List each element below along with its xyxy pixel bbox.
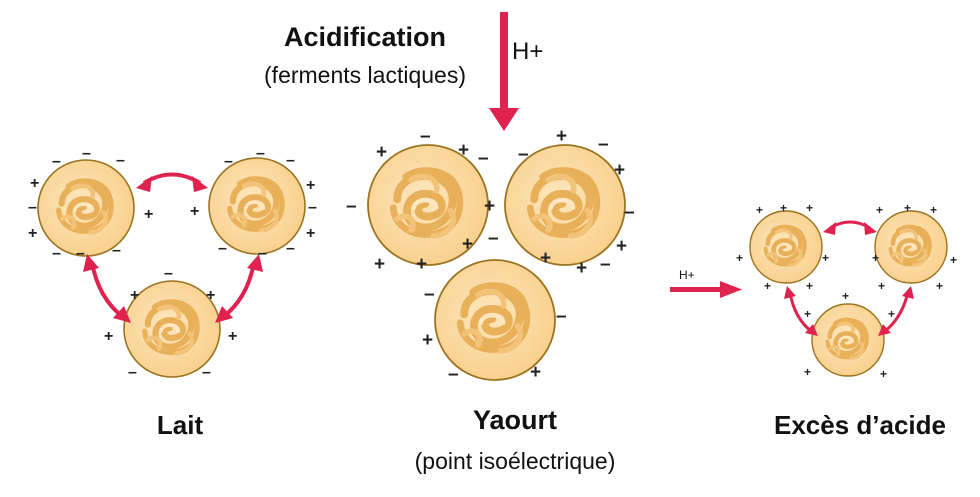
svg-text:–: – (52, 245, 61, 262)
svg-text:–: – (112, 242, 121, 259)
svg-text:+: + (462, 234, 473, 255)
point-isoelectrique-label: (point isoélectrique) (414, 448, 616, 474)
svg-text:–: – (478, 148, 489, 169)
svg-text:–: – (624, 202, 635, 223)
h-plus-small-label: H+ (679, 268, 695, 282)
svg-text:+: + (930, 203, 937, 217)
acidification-arrow (489, 12, 519, 131)
exces-acide-label: Excès d’acide (774, 410, 946, 440)
svg-text:–: – (258, 245, 267, 262)
svg-text:–: – (308, 199, 317, 216)
svg-text:+: + (28, 225, 37, 242)
svg-text:–: – (82, 145, 91, 162)
repulsion-arrow (142, 172, 202, 185)
svg-text:–: – (164, 265, 173, 282)
exces-group: +++ + + ++ +++ + + ++ + ++ ++ (736, 201, 957, 381)
svg-text:–: – (116, 152, 125, 169)
svg-text:–: – (420, 126, 431, 147)
svg-text:+: + (556, 126, 567, 147)
svg-text:–: – (556, 306, 567, 327)
svg-text:–: – (424, 284, 435, 305)
svg-text:+: + (804, 307, 811, 321)
svg-text:+: + (806, 201, 813, 215)
svg-text:–: – (218, 240, 227, 257)
svg-text:+: + (30, 175, 39, 192)
svg-text:+: + (228, 328, 237, 345)
charges: +–+ – – + ++ + –+– +– – ++–+ – + – –+ (346, 126, 635, 385)
svg-text:–: – (256, 145, 265, 162)
yaourt-label: Yaourt (472, 405, 558, 435)
svg-text:+: + (880, 367, 887, 381)
svg-text:+: + (806, 279, 813, 293)
yaourt-group: +–+ – – + ++ + –+– +– – ++–+ – + – –+ (346, 126, 635, 385)
h-plus-label: H+ (512, 38, 544, 65)
lait-label: Lait (156, 410, 204, 440)
svg-text:+: + (376, 142, 387, 163)
svg-text:–: – (128, 364, 137, 381)
repulsion-arrow (829, 220, 871, 230)
svg-text:+: + (484, 196, 495, 217)
svg-text:+: + (614, 160, 625, 181)
svg-text:–: – (448, 364, 459, 385)
svg-text:+: + (756, 203, 763, 217)
svg-text:+: + (416, 254, 427, 275)
svg-text:+: + (530, 362, 541, 383)
svg-text:–: – (488, 228, 499, 249)
svg-text:+: + (540, 248, 551, 269)
svg-text:–: – (28, 199, 37, 216)
svg-text:+: + (764, 279, 771, 293)
svg-text:+: + (888, 307, 895, 321)
svg-text:–: – (224, 153, 233, 170)
svg-text:–: – (600, 254, 611, 275)
svg-text:–: – (518, 144, 529, 165)
svg-text:+: + (950, 253, 957, 267)
svg-text:+: + (780, 201, 787, 215)
svg-text:+: + (804, 365, 811, 379)
svg-text:–: – (76, 245, 85, 262)
svg-text:+: + (206, 287, 215, 304)
repulsion-arrow (220, 261, 256, 320)
svg-text:+: + (872, 251, 879, 265)
svg-text:+: + (736, 251, 743, 265)
svg-text:+: + (878, 279, 885, 293)
lait-group: ––– +–+ + ––– ––– + +–+ ––– – ++ ++ –– (28, 145, 317, 381)
svg-text:–: – (286, 152, 295, 169)
svg-text:–: – (286, 240, 295, 257)
repulsion-arrow (90, 261, 126, 320)
charges: +++ + + ++ +++ + + ++ + ++ ++ (736, 201, 957, 381)
svg-text:+: + (190, 203, 199, 220)
ferments-subtitle: (ferments lactiques) (264, 62, 466, 88)
svg-text:+: + (842, 289, 849, 303)
svg-text:+: + (876, 203, 883, 217)
svg-text:+: + (374, 254, 385, 275)
svg-text:+: + (458, 140, 469, 161)
svg-text:+: + (306, 225, 315, 242)
svg-text:+: + (422, 330, 433, 351)
svg-text:+: + (130, 287, 139, 304)
svg-text:+: + (904, 201, 911, 215)
svg-text:+: + (822, 251, 829, 265)
svg-text:+: + (936, 279, 943, 293)
excess-arrow (670, 281, 742, 298)
svg-text:+: + (104, 328, 113, 345)
svg-text:–: – (598, 134, 609, 155)
charges: ––– +–+ + ––– ––– + +–+ ––– – ++ ++ –– (28, 145, 317, 381)
svg-text:+: + (306, 177, 315, 194)
acidification-title: Acidification (283, 22, 446, 52)
svg-text:+: + (144, 206, 153, 223)
svg-text:+: + (616, 236, 627, 257)
svg-text:–: – (52, 153, 61, 170)
svg-text:–: – (202, 364, 211, 381)
svg-text:–: – (346, 196, 357, 217)
svg-text:+: + (576, 258, 587, 279)
